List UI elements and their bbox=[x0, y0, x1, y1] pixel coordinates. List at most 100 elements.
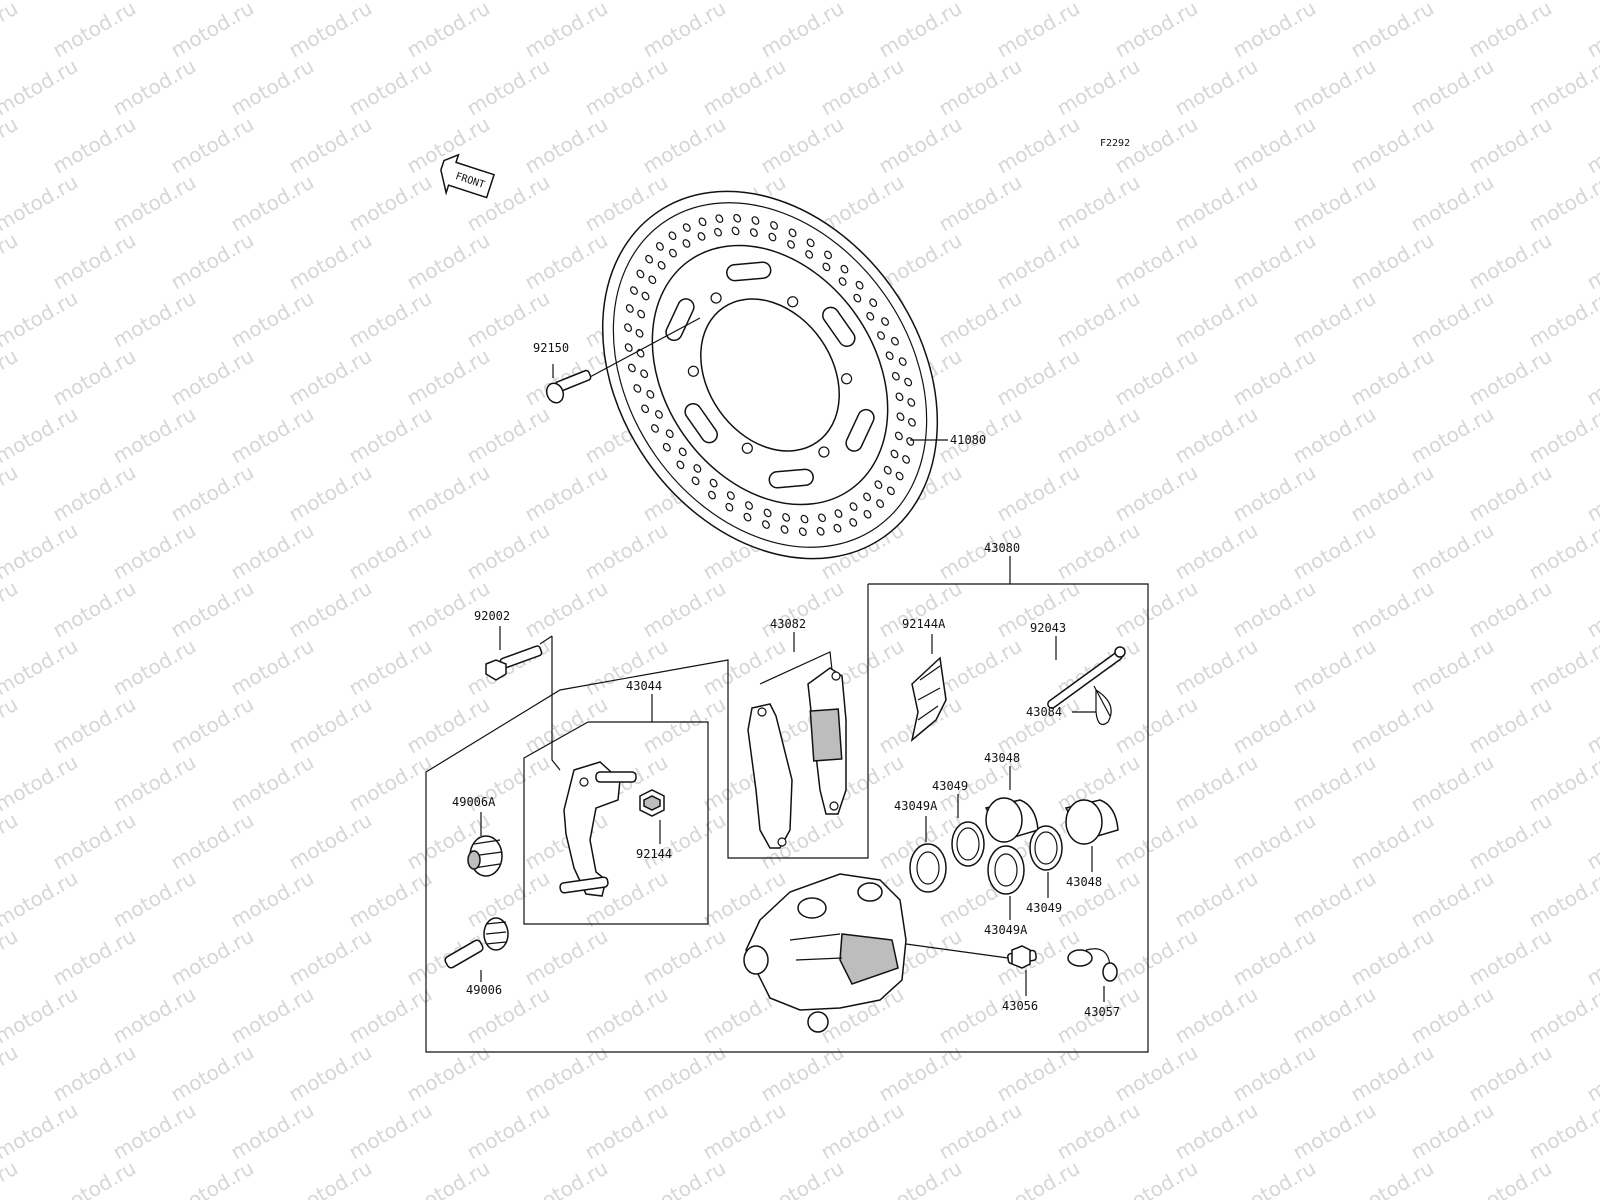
watermark-text: motod.ru bbox=[345, 866, 436, 933]
vent-hole bbox=[780, 525, 789, 534]
watermark-text: motod.ru bbox=[1111, 576, 1202, 643]
vent-hole bbox=[895, 471, 904, 481]
caliper-body bbox=[743, 873, 907, 1033]
piston-seal-bottom bbox=[1029, 825, 1063, 871]
watermark-text: motod.ru bbox=[109, 518, 200, 585]
label-43049A-bottom: 43049A bbox=[984, 923, 1028, 937]
vent-hole bbox=[635, 329, 644, 338]
watermark-text: motod.ru bbox=[1171, 634, 1262, 701]
watermark-text: motod.ru bbox=[167, 460, 258, 527]
watermark-text: motod.ru bbox=[521, 112, 612, 179]
watermark-text: motod.ru bbox=[1171, 1098, 1262, 1165]
vent-hole bbox=[637, 309, 646, 319]
watermark-text: motod.ru bbox=[1229, 460, 1320, 527]
caliper-mount-bolt bbox=[485, 635, 561, 771]
watermark-text: motod.ru bbox=[1407, 54, 1498, 121]
watermark-text: motod.ru bbox=[875, 0, 966, 62]
vent-hole bbox=[885, 351, 894, 360]
watermark-text: motod.ru bbox=[1407, 1098, 1498, 1165]
vent-hole bbox=[907, 418, 916, 427]
vent-hole bbox=[715, 214, 724, 223]
vent-hole bbox=[798, 527, 807, 537]
vent-hole bbox=[834, 509, 843, 518]
watermark-text: motod.ru bbox=[1465, 112, 1556, 179]
vent-hole bbox=[627, 363, 636, 373]
watermark-text: motod.ru bbox=[521, 576, 612, 643]
vent-hole bbox=[708, 490, 716, 500]
watermark-text: motod.ru bbox=[1229, 344, 1320, 411]
watermark-text: motod.ru bbox=[993, 344, 1084, 411]
watermark-text: motod.ru bbox=[935, 286, 1026, 353]
vent-hole bbox=[907, 398, 916, 407]
watermark-text: motod.ru bbox=[1289, 750, 1380, 817]
watermark-text: motod.ru bbox=[49, 112, 140, 179]
vent-hole bbox=[646, 390, 655, 399]
watermark-text: motod.ru bbox=[0, 228, 22, 295]
carrier-slot bbox=[845, 408, 875, 452]
watermark-text: motod.ru bbox=[1583, 808, 1600, 875]
watermark-text: motod.ru bbox=[1053, 170, 1144, 237]
watermark-text: motod.ru bbox=[875, 1156, 966, 1200]
watermark-text: motod.ru bbox=[993, 112, 1084, 179]
watermark-text: motod.ru bbox=[1465, 228, 1556, 295]
vent-hole bbox=[693, 464, 702, 473]
watermark-text: motod.ru bbox=[1465, 808, 1556, 875]
vent-hole bbox=[895, 392, 904, 402]
vent-hole bbox=[733, 213, 742, 223]
carrier-slot bbox=[822, 306, 856, 348]
watermark-text: motod.ru bbox=[0, 402, 82, 469]
pad-spring-large bbox=[910, 656, 947, 742]
watermark-text: motod.ru bbox=[345, 170, 436, 237]
bleeder-cap bbox=[1067, 948, 1118, 982]
watermark-text: motod.ru bbox=[699, 1098, 790, 1165]
watermark-text: motod.ru bbox=[1229, 0, 1320, 62]
watermark-text: motod.ru bbox=[167, 0, 258, 62]
watermark-text: motod.ru bbox=[227, 750, 318, 817]
caliper-piston-bottom bbox=[1064, 799, 1119, 845]
watermark-text: motod.ru bbox=[1289, 286, 1380, 353]
vent-hole bbox=[624, 323, 633, 332]
vent-hole bbox=[890, 336, 899, 346]
dust-seal-top bbox=[909, 843, 947, 893]
vent-hole bbox=[818, 513, 826, 523]
watermark-text: motod.ru bbox=[1347, 0, 1438, 62]
watermark-text: motod.ru bbox=[1111, 924, 1202, 991]
watermark-text: motod.ru bbox=[1583, 692, 1600, 759]
vent-hole bbox=[682, 223, 691, 232]
watermark-text: motod.ru bbox=[1407, 518, 1498, 585]
watermark-text: motod.ru bbox=[757, 112, 848, 179]
watermark-text: motod.ru bbox=[1229, 1156, 1320, 1200]
mount-hole bbox=[687, 365, 700, 377]
watermark-text: motod.ru bbox=[1347, 808, 1438, 875]
label-41080: 41080 bbox=[950, 433, 986, 447]
watermark-text: motod.ru bbox=[1407, 634, 1498, 701]
diagram-code: F2292 bbox=[1100, 138, 1130, 149]
watermark-text: motod.ru bbox=[109, 634, 200, 701]
watermark-text: motod.ru bbox=[1111, 1156, 1202, 1200]
watermark-text: motod.ru bbox=[1583, 0, 1600, 62]
bleeder-valve bbox=[1007, 945, 1037, 969]
watermark-text: motod.ru bbox=[1347, 1156, 1438, 1200]
vent-hole bbox=[800, 514, 809, 524]
watermark-text: motod.ru bbox=[1465, 0, 1556, 62]
watermark-text: motod.ru bbox=[49, 692, 140, 759]
vent-hole bbox=[761, 520, 770, 529]
watermark-text: motod.ru bbox=[1465, 692, 1556, 759]
watermark-text: motod.ru bbox=[345, 1098, 436, 1165]
watermark-text: motod.ru bbox=[109, 750, 200, 817]
watermark-text: motod.ru bbox=[1289, 170, 1380, 237]
watermark-text: motod.ru bbox=[935, 54, 1026, 121]
watermark-text: motod.ru bbox=[1583, 924, 1600, 991]
watermark-text: motod.ru bbox=[49, 576, 140, 643]
caliper-bracket bbox=[559, 761, 637, 897]
watermark-text: motod.ru bbox=[0, 866, 82, 933]
watermark-text: motod.ru bbox=[1407, 866, 1498, 933]
watermark-text: motod.ru bbox=[49, 808, 140, 875]
watermark-text: motod.ru bbox=[1347, 692, 1438, 759]
watermark-text: motod.ru bbox=[345, 286, 436, 353]
watermark-text: motod.ru bbox=[403, 1040, 494, 1107]
vent-hole bbox=[714, 227, 722, 237]
watermark-text: motod.ru bbox=[1583, 228, 1600, 295]
watermark-text: motod.ru bbox=[167, 344, 258, 411]
watermark-text: motod.ru bbox=[1111, 228, 1202, 295]
